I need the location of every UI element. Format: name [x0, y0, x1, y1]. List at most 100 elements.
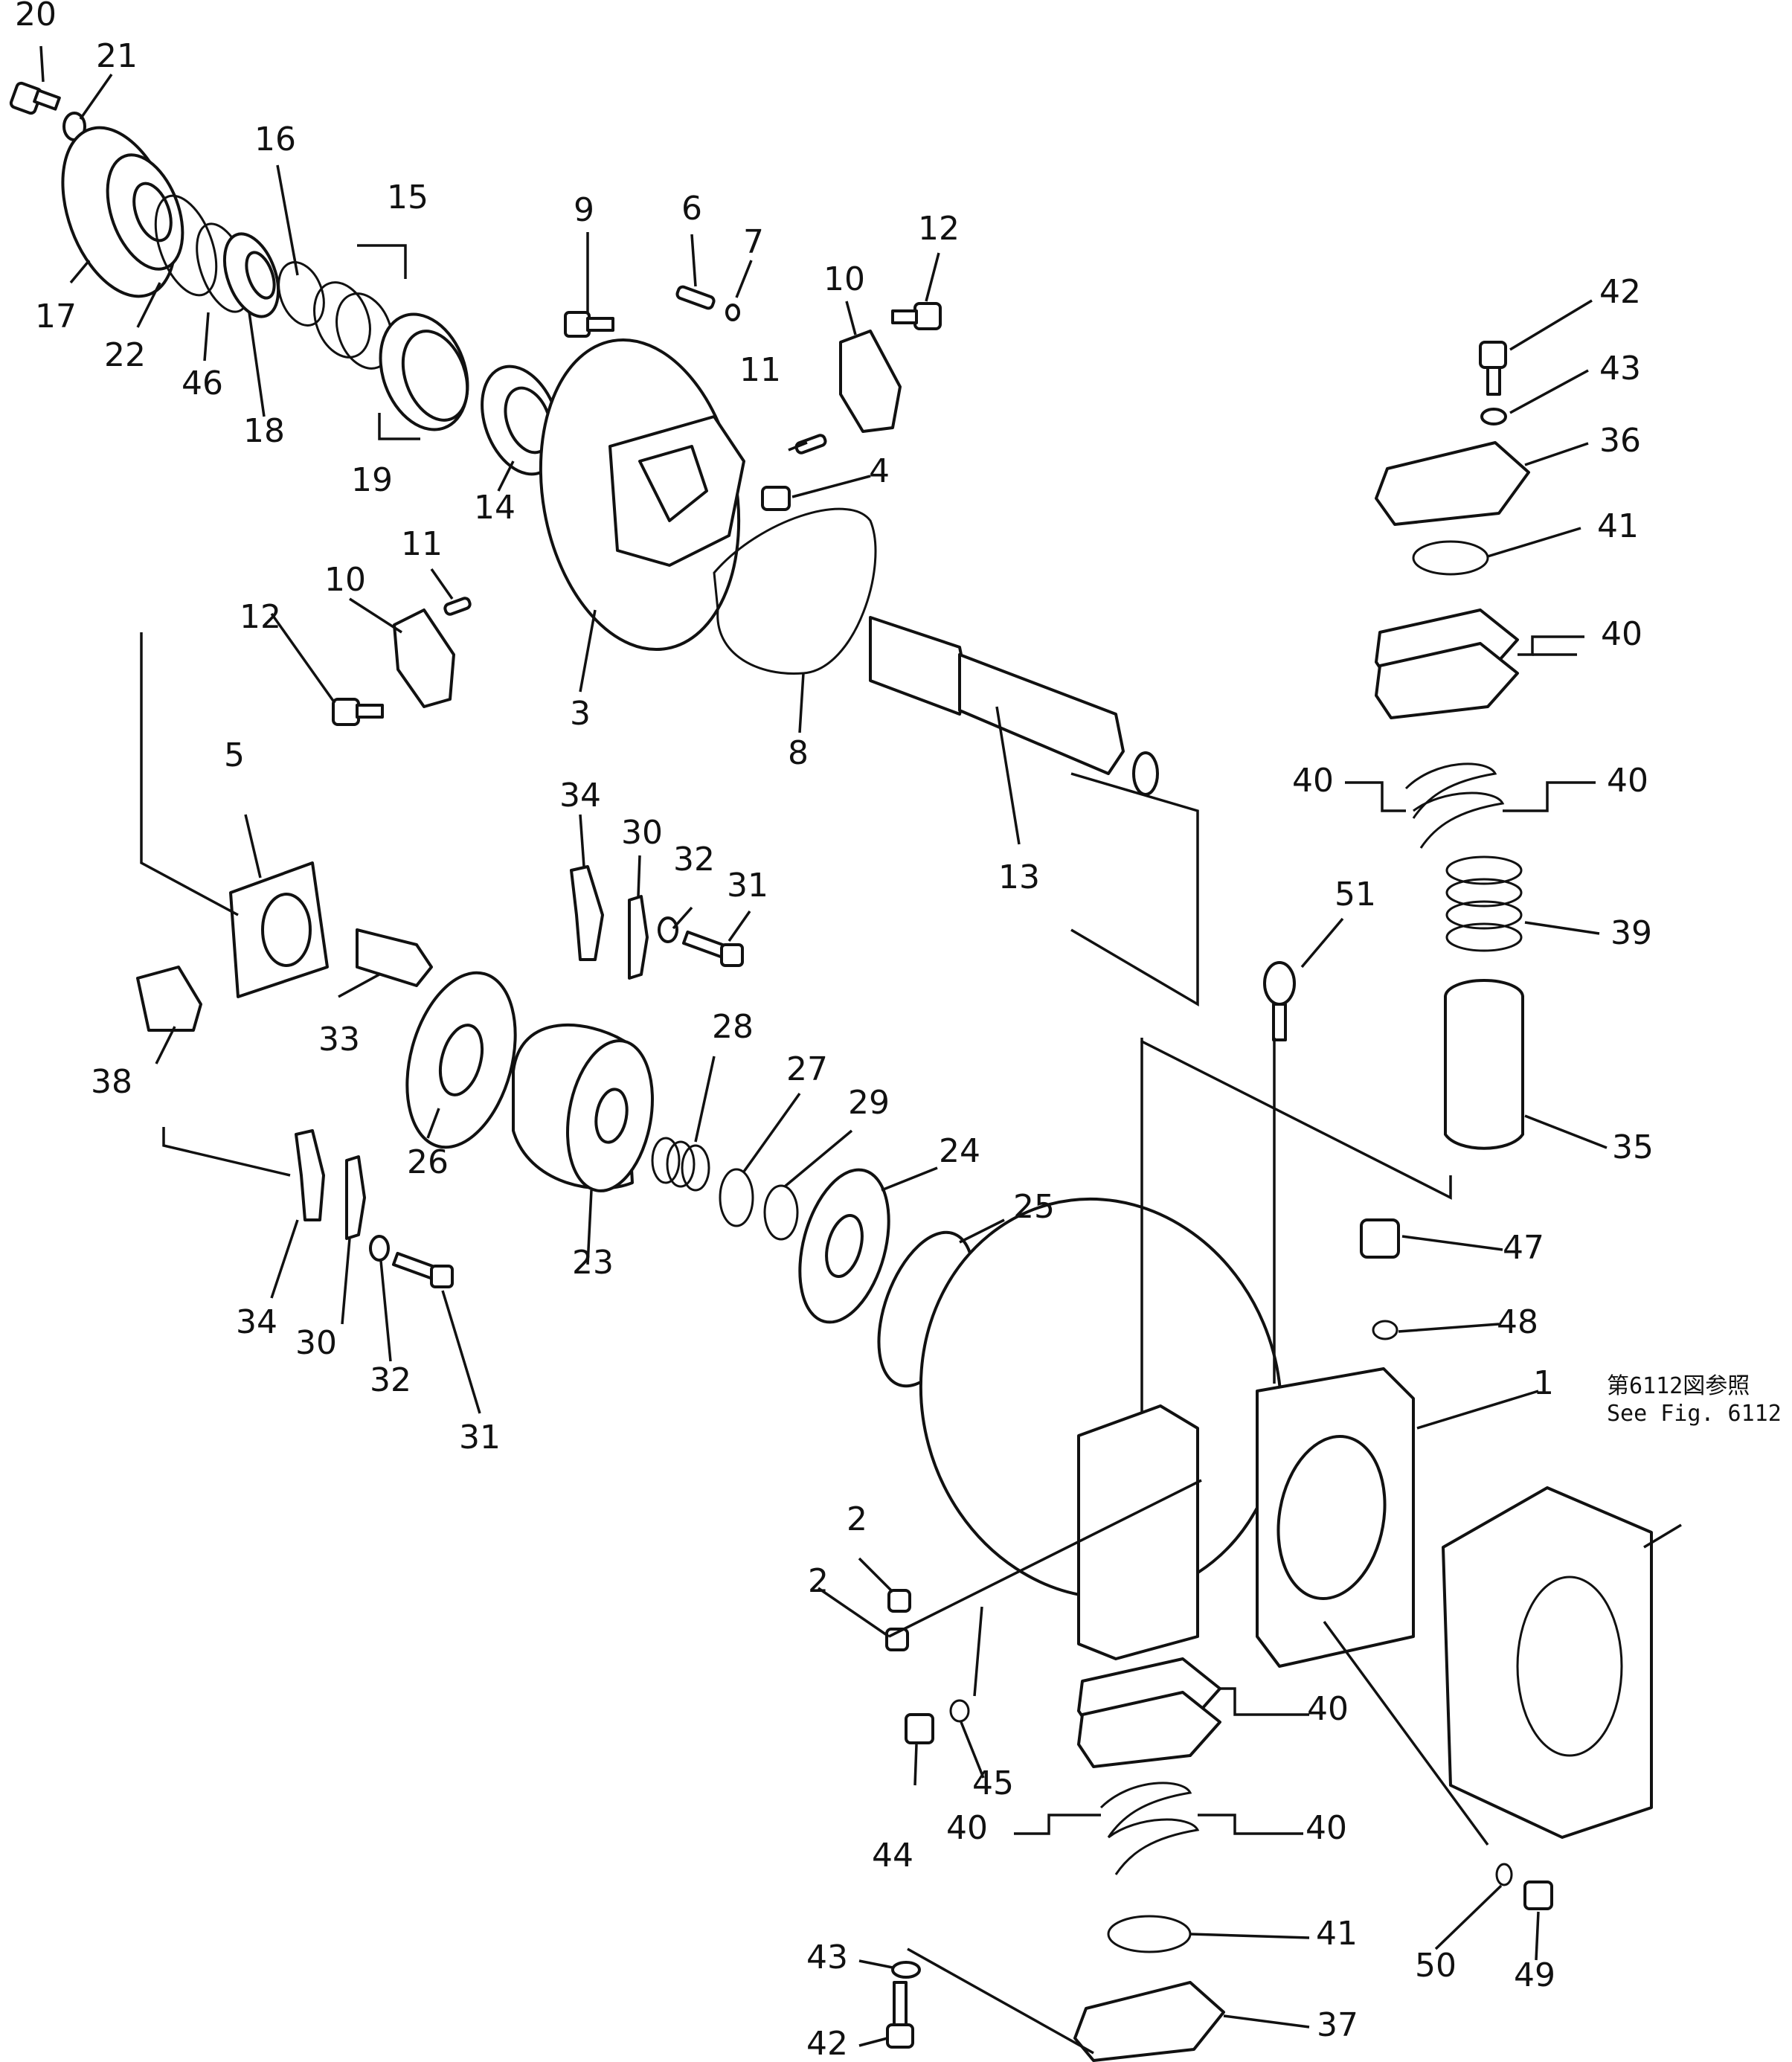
- callout-10-lower: 10: [324, 561, 366, 599]
- part-29-snap-ring: [763, 1184, 799, 1241]
- callout-40-lower-left-shim: 40: [946, 1809, 988, 1847]
- callout-29: 29: [848, 1084, 890, 1122]
- callout-27: 27: [786, 1050, 828, 1088]
- callout-24: 24: [939, 1132, 980, 1170]
- part-30-guide-upper: [628, 895, 649, 980]
- callout-42-lower: 42: [806, 2025, 848, 2062]
- callout-40-upper-right: 40: [1601, 615, 1642, 653]
- part-11-pin-lower: [443, 597, 472, 616]
- part-24-valve-plate: [798, 1168, 890, 1324]
- callout-12-upper: 12: [918, 210, 960, 248]
- callout-31-upper: 31: [727, 867, 768, 905]
- callout-5: 5: [224, 736, 245, 774]
- reference-note-english: See Fig. 6112: [1607, 1401, 1782, 1427]
- callout-40-lower-right: 40: [1307, 1690, 1349, 1728]
- part-7-ball: [725, 303, 740, 321]
- callout-44: 44: [872, 1837, 913, 1875]
- part-27-ring: [719, 1168, 754, 1227]
- callout-9: 9: [574, 191, 594, 229]
- callout-46: 46: [182, 364, 223, 402]
- part-32-washer-upper: [658, 916, 678, 943]
- part-19-seal-set: [379, 312, 469, 431]
- part-40-gasket-upper: [1375, 608, 1519, 719]
- part-41-o-ring-upper: [1412, 540, 1489, 576]
- part-12-bolt-upper: [891, 302, 942, 330]
- callout-32-lower: 32: [370, 1361, 411, 1399]
- callout-40-lower-right-shim: 40: [1306, 1809, 1347, 1847]
- callout-18: 18: [243, 412, 285, 450]
- part-1-pump-case: [919, 1197, 1415, 1668]
- callout-33: 33: [318, 1021, 360, 1059]
- callout-43-lower: 43: [806, 1939, 848, 1976]
- callout-15: 15: [387, 179, 428, 216]
- part-4-plug: [761, 486, 791, 511]
- callout-41-lower: 41: [1316, 1915, 1358, 1953]
- part-35-sleeve: [1444, 979, 1524, 1150]
- part-8-o-ring: [713, 507, 877, 675]
- callout-34-upper: 34: [559, 777, 601, 815]
- callout-40-upper-left-shim: 40: [1292, 762, 1334, 800]
- callout-38: 38: [91, 1063, 132, 1101]
- part-42-bolt-upper: [1479, 341, 1507, 396]
- callout-13: 13: [998, 858, 1040, 896]
- callout-31-lower: 31: [459, 1419, 501, 1456]
- callout-39: 39: [1610, 914, 1652, 952]
- callout-labels: 20 21 16 15 9 6 7 12 10 17 22 46 18 19 1…: [15, 0, 1654, 2062]
- callout-2-upper: 2: [847, 1500, 867, 1538]
- part-28-spring: [651, 1137, 710, 1192]
- part-39-spring: [1445, 855, 1523, 952]
- part-41-o-ring-lower: [1107, 1915, 1192, 1953]
- part-20-bolt: [9, 81, 61, 115]
- part-31-bolt-lower: [391, 1251, 454, 1288]
- callout-47: 47: [1503, 1229, 1544, 1267]
- parts-drawing: [9, 81, 1653, 2062]
- part-38-plate: [136, 966, 202, 1032]
- part-50-o-ring: [1495, 1863, 1513, 1886]
- callout-48: 48: [1497, 1303, 1538, 1341]
- callout-4: 4: [869, 452, 890, 490]
- part-40-gasket-lower: [1077, 1657, 1221, 1768]
- part-15-seals: [313, 281, 394, 370]
- part-10-plate-upper: [839, 330, 902, 433]
- callout-21: 21: [96, 37, 138, 75]
- part-30-guide-lower: [345, 1155, 366, 1240]
- reference-note-japanese: 第6112図参照: [1607, 1373, 1750, 1399]
- callout-7: 7: [743, 223, 764, 261]
- part-9-bolt: [564, 311, 614, 338]
- part-45-o-ring: [949, 1699, 970, 1723]
- part-36-cover: [1375, 441, 1530, 526]
- callout-3: 3: [570, 695, 591, 733]
- part-10-plate-lower: [393, 608, 455, 708]
- callout-8: 8: [788, 734, 809, 772]
- part-3-housing: [539, 338, 745, 652]
- leader-lines: [39, 45, 1682, 2055]
- callout-40-upper-right-shim: 40: [1607, 762, 1648, 800]
- callout-32-upper: 32: [673, 841, 715, 879]
- part-14-bearing: [481, 364, 561, 476]
- callout-26: 26: [407, 1143, 449, 1181]
- callout-19: 19: [351, 461, 393, 499]
- reference-note: 第6112図参照 See Fig. 6112: [1607, 1373, 1782, 1427]
- part-40-shim-set-upper: [1404, 762, 1505, 849]
- callout-43-upper: 43: [1599, 350, 1641, 388]
- part-42-bolt-lower: [886, 1981, 914, 2049]
- part-16-ring: [277, 261, 325, 327]
- part-26-retainer-plate: [405, 971, 517, 1149]
- callout-50: 50: [1415, 1947, 1457, 1985]
- part-34-shoe-upper: [570, 865, 604, 961]
- callout-49: 49: [1514, 1956, 1555, 1994]
- callout-45: 45: [972, 1764, 1014, 1802]
- part-2-plug-upper: [887, 1589, 911, 1613]
- callout-25: 25: [1013, 1188, 1055, 1226]
- callout-35: 35: [1612, 1128, 1654, 1166]
- callout-22: 22: [104, 336, 146, 374]
- callout-51: 51: [1335, 876, 1376, 913]
- part-32-washer-lower: [369, 1235, 390, 1262]
- callout-34-lower: 34: [236, 1303, 277, 1341]
- callout-30-upper: 30: [621, 814, 663, 852]
- part-37-cover: [1073, 1981, 1225, 2062]
- part-40-shim-set-lower: [1099, 1782, 1200, 1875]
- callout-16: 16: [254, 121, 296, 158]
- callout-11-upper: 11: [739, 351, 781, 389]
- part-43-washer-upper: [1480, 408, 1507, 425]
